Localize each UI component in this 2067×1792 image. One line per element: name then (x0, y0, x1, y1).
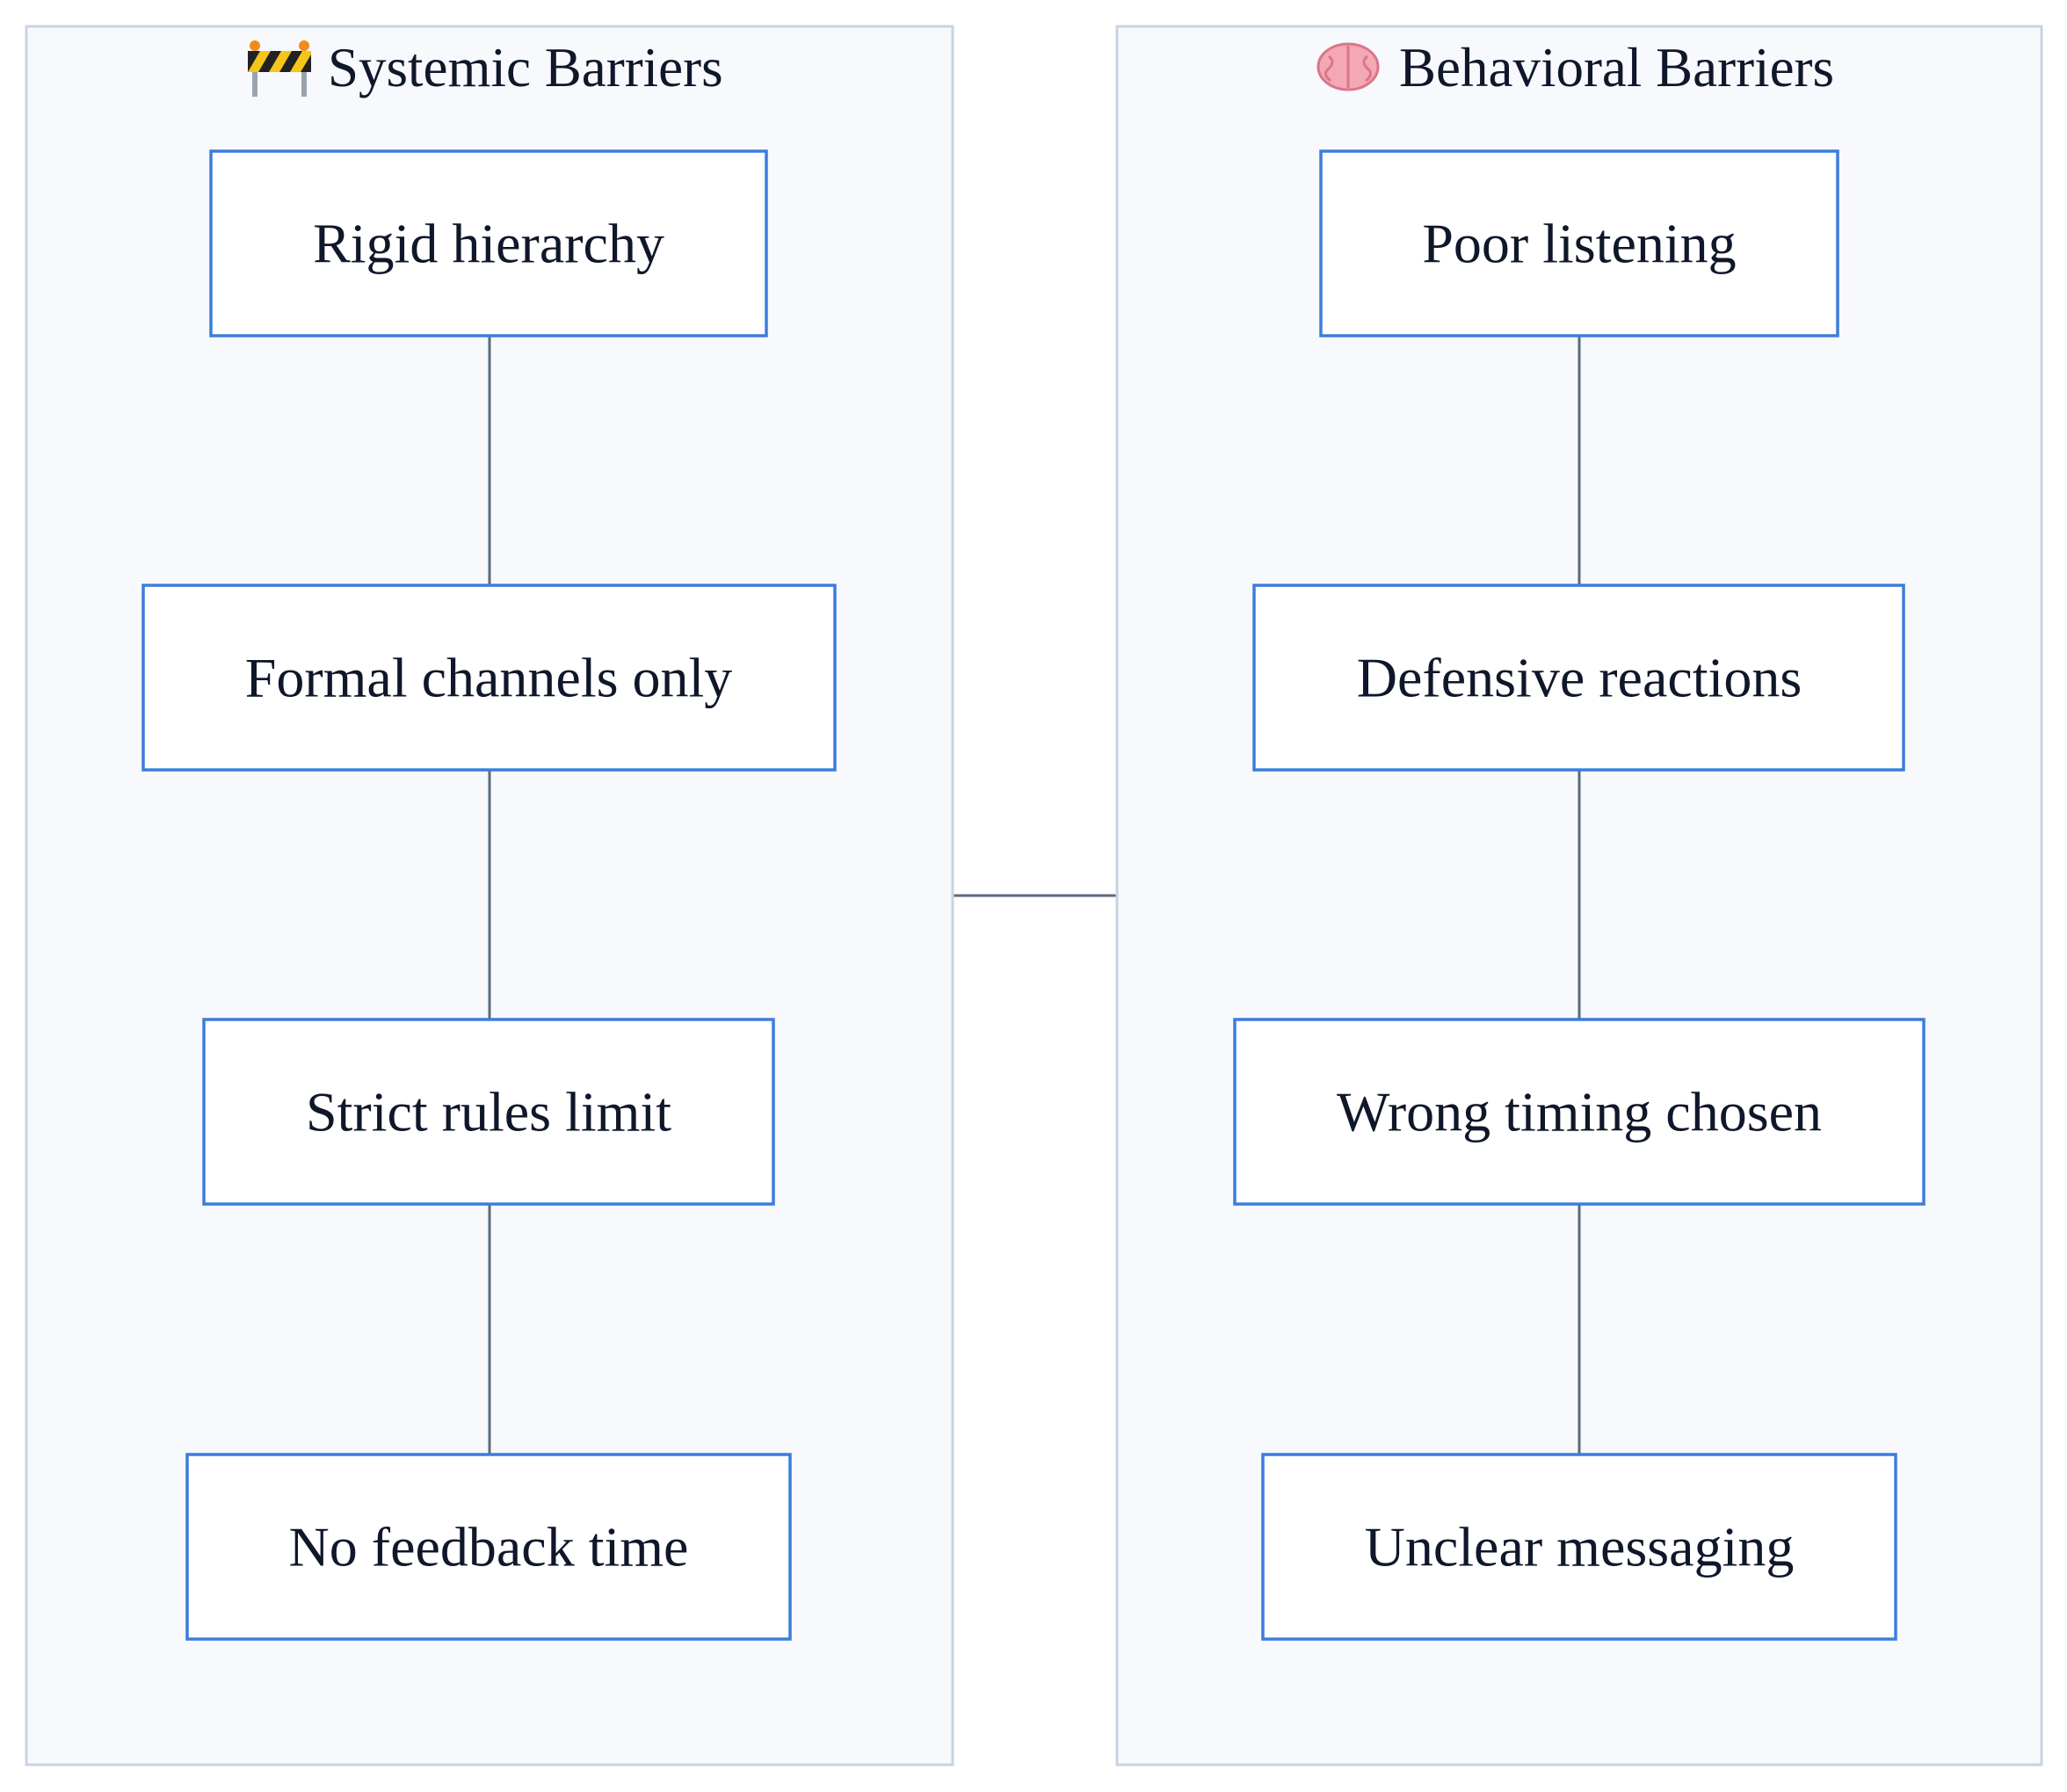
node-wrong-timing-chosen: Wrong timing chosen (1233, 1018, 1926, 1206)
node-label: Strict rules limit (306, 1081, 671, 1143)
node-label: Poor listening (1422, 213, 1736, 275)
node-label: No feedback time (289, 1516, 689, 1578)
node-unclear-messaging: Unclear messaging (1261, 1453, 1897, 1641)
node-rigid-hierarchy: Rigid hierarchy (209, 149, 768, 337)
cluster-systemic-title: Systemic Barriers (328, 37, 723, 98)
node-formal-channels-only: Formal channels only (141, 584, 837, 772)
cluster-behavioral-title: Behavioral Barriers (1399, 37, 1834, 98)
cluster-systemic-barriers: Systemic Barriers Rigid hierarchy Formal… (25, 25, 954, 1767)
node-label: Unclear messaging (1365, 1516, 1795, 1578)
cluster-behavioral-barriers: Behavioral Barriers Poor listening Defen… (1115, 25, 2043, 1767)
node-no-feedback-time: No feedback time (185, 1453, 792, 1641)
node-poor-listening: Poor listening (1319, 149, 1839, 337)
brain-icon (1316, 42, 1380, 91)
node-label: Rigid hierarchy (313, 213, 664, 275)
node-label: Wrong timing chosen (1337, 1081, 1822, 1143)
node-label: Formal channels only (245, 647, 733, 709)
construction-barrier-icon (248, 40, 311, 97)
node-label: Defensive reactions (1357, 647, 1802, 709)
node-defensive-reactions: Defensive reactions (1252, 584, 1905, 772)
node-strict-rules-limit: Strict rules limit (202, 1018, 775, 1206)
